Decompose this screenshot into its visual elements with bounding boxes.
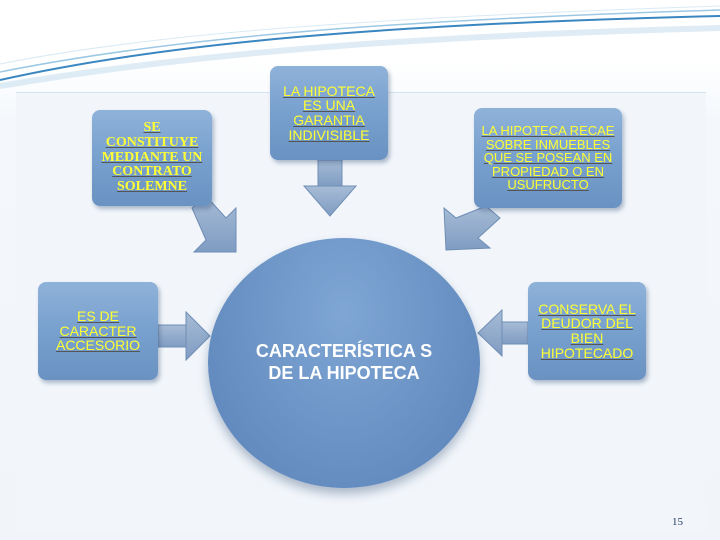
header-swoosh <box>0 0 720 89</box>
slide-number: 15 <box>672 516 683 528</box>
node-indivisible: LA HIPOTECA ES UNA GARANTIA INDIVISIBLE <box>270 66 388 160</box>
center-node: CARACTERÍSTICA S DE LA HIPOTECA <box>208 238 480 488</box>
node-inmuebles: LA HIPOTECA RECAE SOBRE INMUEBLES QUE SE… <box>474 108 622 208</box>
node-conserva-label: CONSERVA EL DEUDOR DEL BIEN HIPOTECADO <box>538 300 636 361</box>
node-solemne: SE CONSTITUYE MEDIANTE UN CONTRATO SOLEM… <box>92 110 212 206</box>
arrow-left-icon <box>477 308 529 358</box>
node-accesorio: ES DE CARACTER ACCESORIO <box>38 282 158 380</box>
node-inmuebles-label: LA HIPOTECA RECAE SOBRE INMUEBLES QUE SE… <box>481 122 615 193</box>
arrow-right-icon <box>157 310 211 362</box>
center-node-label: CARACTERÍSTICA S DE LA HIPOTECA <box>255 341 433 383</box>
arrow-diagonal-left-icon <box>443 205 501 251</box>
node-indivisible-label: LA HIPOTECA ES UNA GARANTIA INDIVISIBLE <box>283 82 375 143</box>
node-accesorio-label: ES DE CARACTER ACCESORIO <box>55 307 140 354</box>
arrow-down-icon <box>302 159 358 217</box>
node-conserva: CONSERVA EL DEUDOR DEL BIEN HIPOTECADO <box>528 282 646 380</box>
node-solemne-label: SE CONSTITUYE MEDIANTE UN CONTRATO SOLEM… <box>101 120 203 195</box>
